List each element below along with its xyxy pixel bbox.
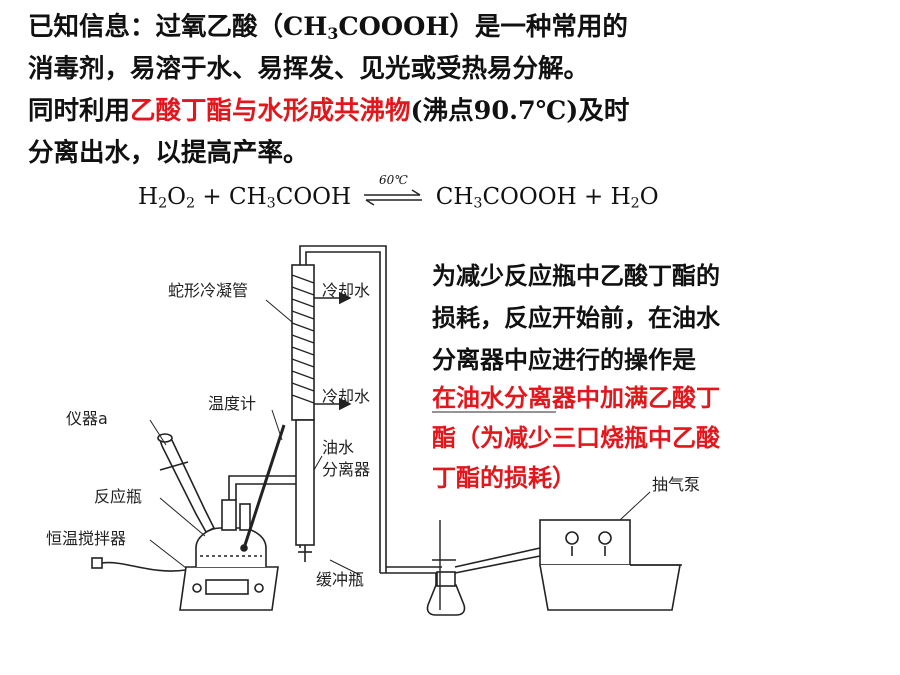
intro-line-2: 消毒剂，易溶于水、易挥发、见光或受热易分解。 bbox=[28, 54, 590, 84]
reversible-arrow-icon: 60℃ bbox=[362, 173, 424, 208]
label-thermometer: 温度计 bbox=[208, 394, 256, 413]
answer-line-1: 在油水分离器中加满乙酸丁 bbox=[432, 384, 720, 412]
label-instrument-a: 仪器a bbox=[66, 409, 108, 428]
label-flask: 反应瓶 bbox=[94, 487, 142, 506]
label-cool-water-out: 冷却水 bbox=[322, 281, 370, 300]
label-cool-water-in: 冷却水 bbox=[322, 387, 370, 406]
label-separator-2: 分离器 bbox=[322, 460, 370, 479]
question-line-1: 为减少反应瓶中乙酸丁酯的 bbox=[432, 262, 720, 290]
label-buffer: 缓冲瓶 bbox=[316, 570, 364, 589]
reaction-condition: 60℃ bbox=[379, 173, 408, 187]
reaction-equation: H2O2 + CH3COOH 60℃ CH3COOOH + H2O bbox=[138, 173, 659, 212]
intro-line-1: 已知信息：过氧乙酸（CH3COOOH）是一种常用的 bbox=[28, 12, 628, 43]
label-separator-1: 油水 bbox=[322, 438, 354, 457]
label-pump: 抽气泵 bbox=[652, 475, 700, 494]
coil-condenser bbox=[291, 245, 387, 573]
question-line-3: 分离器中应进行的操作是 bbox=[432, 346, 696, 374]
vacuum-pump bbox=[539, 519, 682, 611]
label-condenser: 蛇形冷凝管 bbox=[168, 281, 248, 300]
intro-line-4: 分离出水，以提高产率。 bbox=[28, 138, 309, 168]
answer-line-3: 丁酯的损耗） bbox=[432, 464, 576, 492]
intro-line-3: 同时利用乙酸丁酯与水形成共沸物(沸点90.7℃)及时 bbox=[28, 96, 630, 126]
oil-water-separator bbox=[295, 419, 315, 562]
thermometer bbox=[240, 424, 286, 552]
label-stirrer: 恒温搅拌器 bbox=[46, 529, 126, 548]
question-line-2: 损耗，反应开始前，在油水 bbox=[432, 304, 720, 332]
instrument-a-funnel bbox=[157, 433, 216, 534]
azeotrope-highlight: 乙酸丁酯与水形成共沸物 bbox=[130, 96, 411, 126]
answer-line-2: 酯（为减少三口烧瓶中乙酸 bbox=[432, 424, 720, 452]
buffer-flask bbox=[426, 520, 541, 616]
